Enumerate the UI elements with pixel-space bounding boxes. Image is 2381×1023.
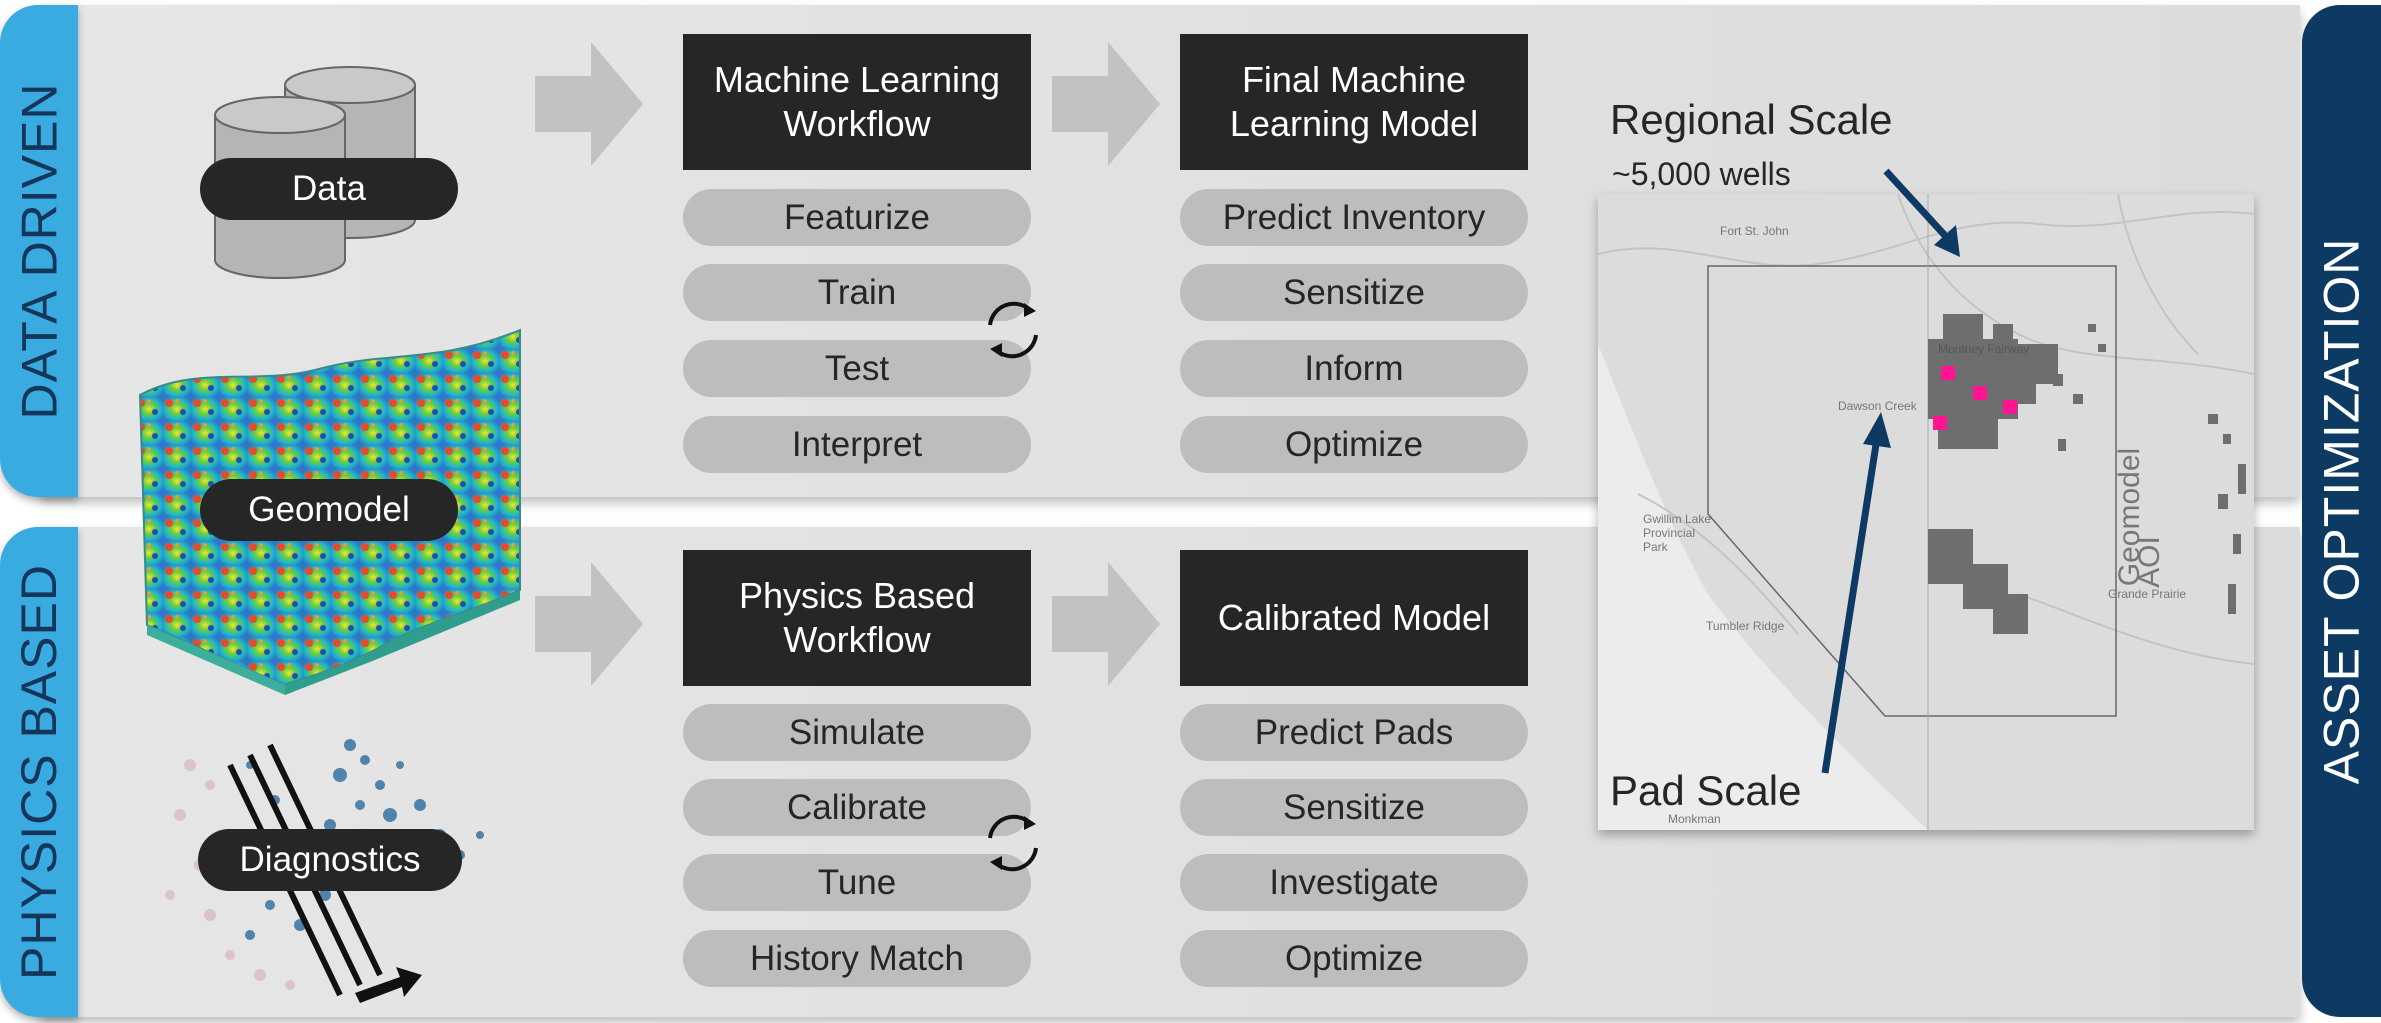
calibrated-step-optimize: Optimize [1180, 930, 1528, 987]
calibrated-step-sensitize: Sensitize [1180, 779, 1528, 836]
ml-step-train: Train [683, 264, 1031, 321]
arrow-right-icon [1052, 562, 1160, 686]
physics-based-label: PHYSICS BASED [11, 564, 67, 980]
pad-scale-label: Pad Scale [1610, 767, 1802, 814]
data-driven-label: DATA DRIVEN [11, 82, 68, 420]
arrow-right-icon [1052, 42, 1160, 166]
refresh-cycle-icon [988, 814, 1038, 872]
asset-optimization-label: ASSET OPTIMIZATION [2313, 237, 2370, 785]
data-driven-tab: DATA DRIVEN [0, 5, 78, 497]
regional-scale-label: Regional Scale [1610, 96, 1893, 143]
map-town-label: Gwillim Lake Provincial Park [1643, 512, 1712, 554]
map-town-label: Dawson Creek [1838, 399, 1917, 413]
model-step-optimize: Optimize [1180, 416, 1528, 473]
calibrated-model-header: Calibrated Model [1180, 550, 1528, 686]
calibrated-step-predict-pads: Predict Pads [1180, 704, 1528, 761]
map-town-label: Grande Prairie [2108, 587, 2187, 601]
model-step-predict-inventory: Predict Inventory [1180, 189, 1528, 246]
asset-optimization-tab: ASSET OPTIMIZATION [2302, 5, 2381, 1017]
wells-count-label: ~5,000 wells [1612, 156, 1791, 192]
model-step-sensitize: Sensitize [1180, 264, 1528, 321]
map-town-label: Montney Fairway [1938, 342, 2030, 356]
pad-pointer-arrow-icon [1821, 412, 1891, 774]
physics-step-history-match: History Match [683, 930, 1031, 987]
diagnostics-input-label: Diagnostics [198, 829, 462, 891]
aoi-label-aoi: AOI [2133, 536, 2166, 588]
map-town-label: Tumbler Ridge [1706, 619, 1785, 633]
ml-step-test: Test [683, 340, 1031, 397]
map-base [1598, 194, 2254, 830]
map-town-label: Fort St. John [1720, 224, 1789, 238]
data-input-label: Data [200, 158, 458, 220]
ml-step-interpret: Interpret [683, 416, 1031, 473]
physics-step-calibrate: Calibrate [683, 779, 1031, 836]
map-town-label: Monkman [1668, 812, 1721, 826]
arrow-right-icon [535, 42, 643, 166]
calibrated-step-investigate: Investigate [1180, 854, 1528, 911]
regional-map: Fort St. John Dawson Creek Montney Fairw… [1598, 194, 2254, 830]
geomodel-input-label: Geomodel [200, 479, 458, 541]
ml-workflow-header: Machine Learning Workflow [683, 34, 1031, 170]
final-ml-model-header: Final Machine Learning Model [1180, 34, 1528, 170]
physics-based-tab: PHYSICS BASED [0, 527, 78, 1017]
ml-step-featurize: Featurize [683, 189, 1031, 246]
physics-step-simulate: Simulate [683, 704, 1031, 761]
arrow-right-icon [535, 562, 643, 686]
model-step-inform: Inform [1180, 340, 1528, 397]
physics-workflow-header: Physics Based Workflow [683, 550, 1031, 686]
regional-pointer-arrow-icon [1883, 168, 1960, 257]
refresh-cycle-icon [988, 301, 1038, 359]
physics-step-tune: Tune [683, 854, 1031, 911]
